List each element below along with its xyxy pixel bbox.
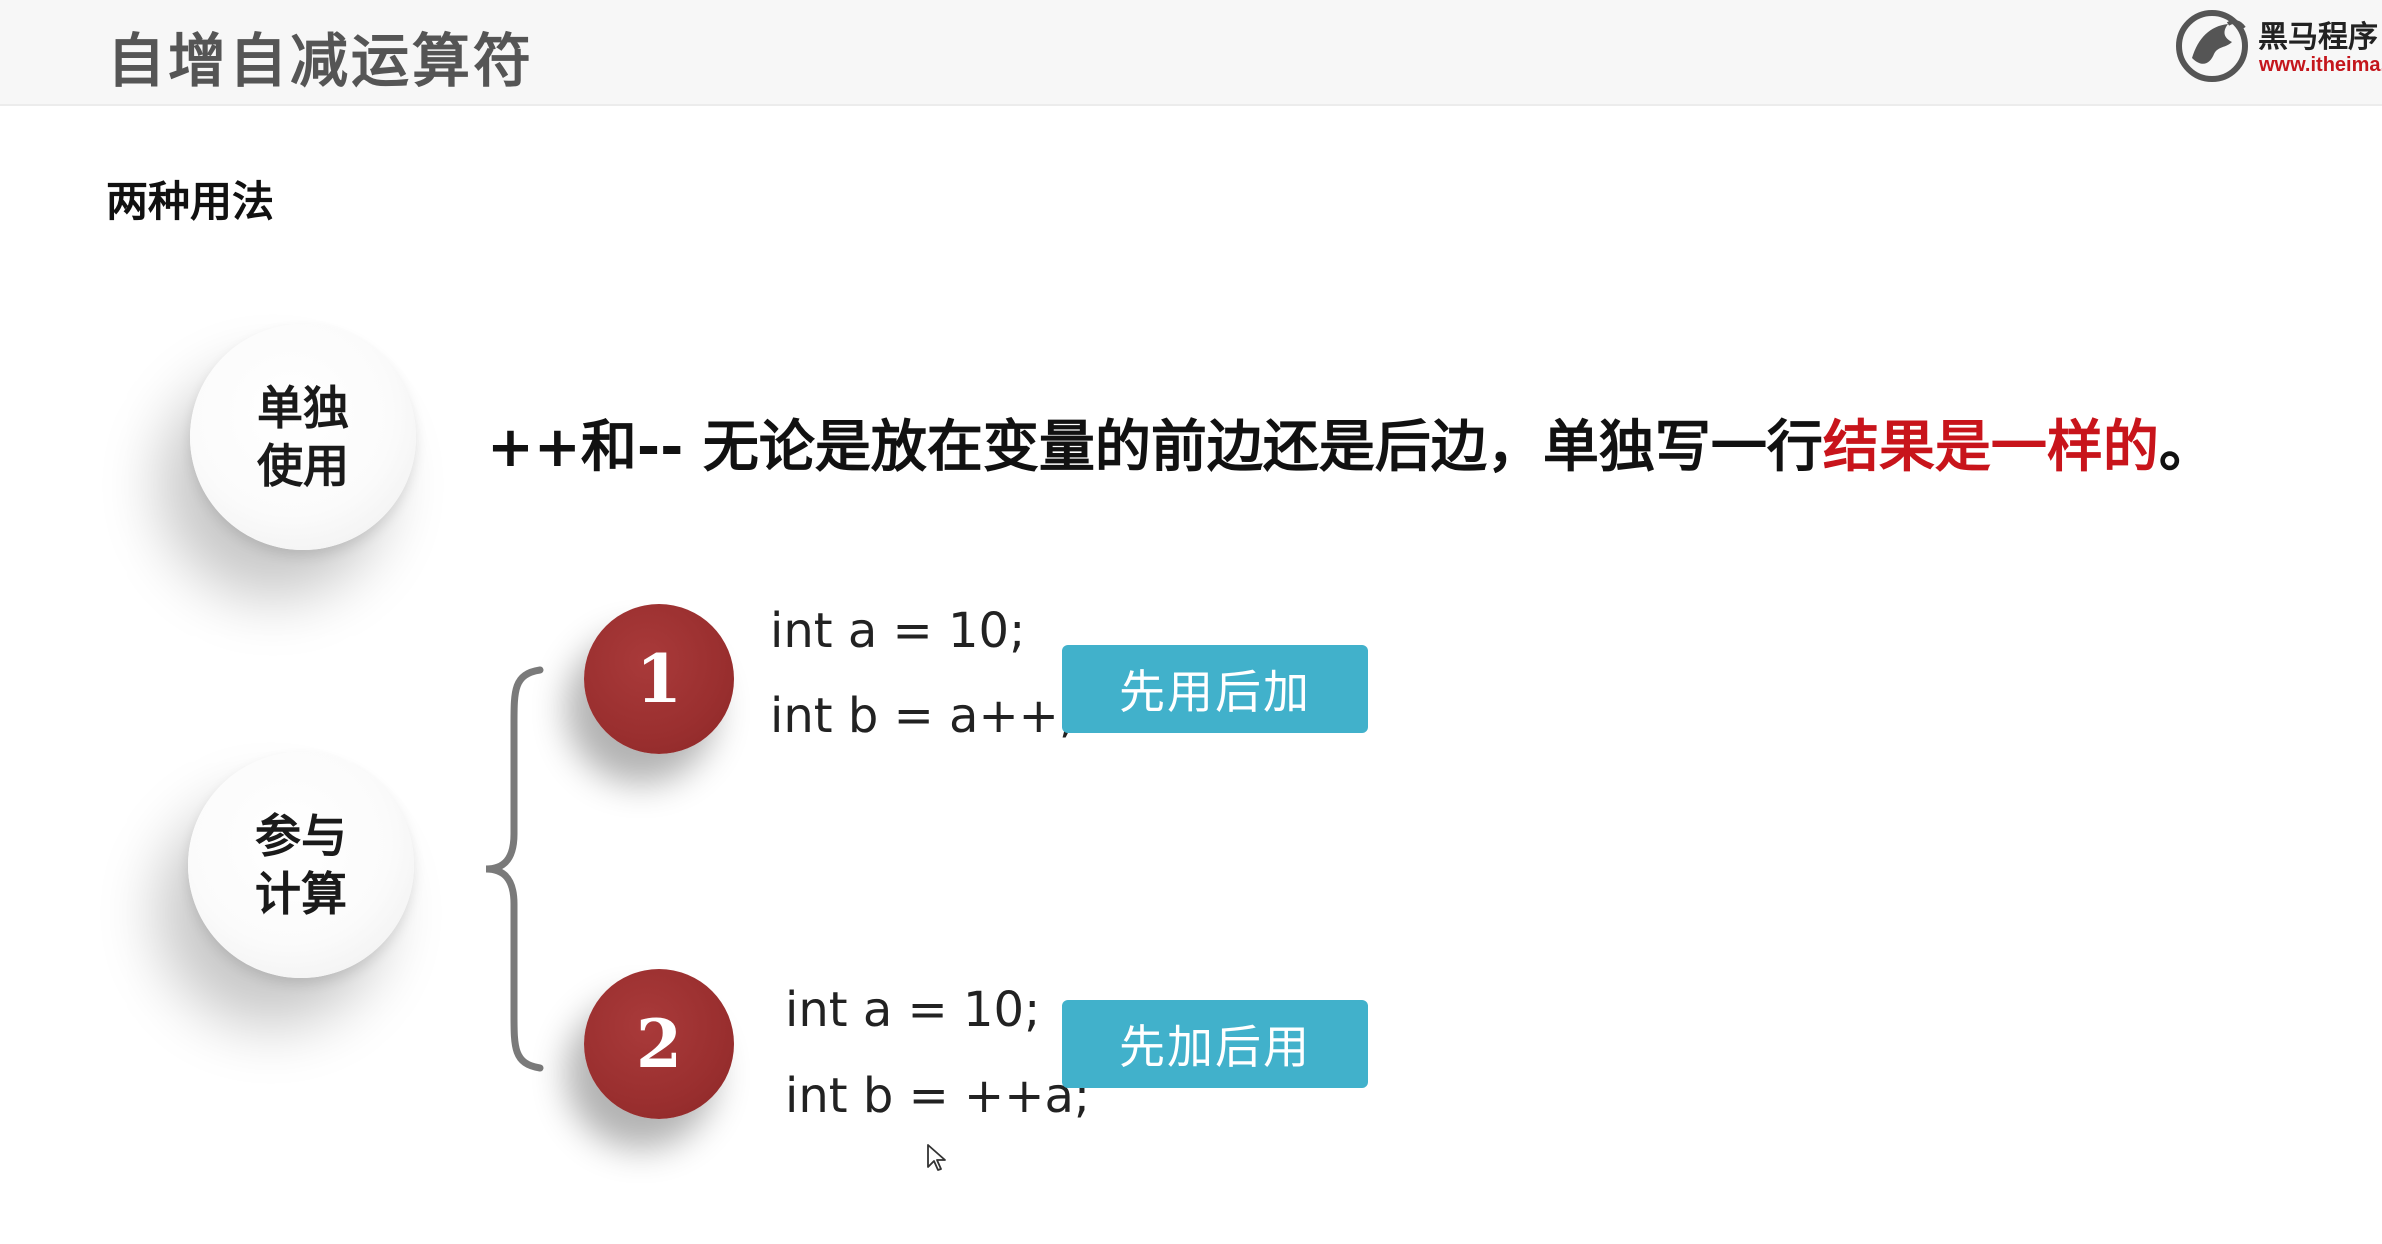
prefix-tag: 先加后用 — [1062, 1000, 1368, 1088]
horse-logo-icon — [2176, 10, 2248, 82]
brand-name: 黑马程序 — [2258, 20, 2378, 55]
slide-header: 自增自减运算符 黑马程序 www.itheima. — [0, 0, 2382, 106]
bubble-compute: 参与计算 — [188, 752, 414, 978]
case-number-badge: 2 — [584, 969, 734, 1119]
statement-period: 。 — [2158, 415, 2215, 480]
code-line: int a = 10; — [770, 603, 1026, 659]
slide-title: 自增自减运算符 — [107, 27, 535, 95]
mouse-cursor-icon — [927, 1144, 946, 1171]
code-line: int b = ++a; — [785, 1068, 1091, 1124]
standalone-statement: ++和-- 无论是放在变量的前边还是后边，单独写一行结果是一样的。 — [487, 402, 2215, 483]
brand-logo: 黑马程序 www.itheima. — [2166, 6, 2382, 86]
postfix-tag: 先用后加 — [1062, 645, 1368, 733]
section-subtitle: 两种用法 — [106, 177, 275, 226]
bubble-compute-label: 参与计算 — [255, 809, 347, 921]
code-line: int b = a++; — [770, 688, 1076, 744]
statement-highlight: 结果是一样的 — [1822, 415, 2159, 480]
statement-text: ++和-- 无论是放在变量的前边还是后边，单独写一行 — [487, 415, 1823, 480]
curly-brace — [485, 666, 544, 1072]
brand-url: www.itheima. — [2259, 54, 2382, 76]
bubble-standalone: 单独使用 — [190, 324, 416, 550]
bubble-standalone-label: 单独使用 — [257, 381, 349, 493]
case-number-badge: 1 — [584, 604, 734, 754]
code-line: int a = 10; — [785, 982, 1041, 1038]
